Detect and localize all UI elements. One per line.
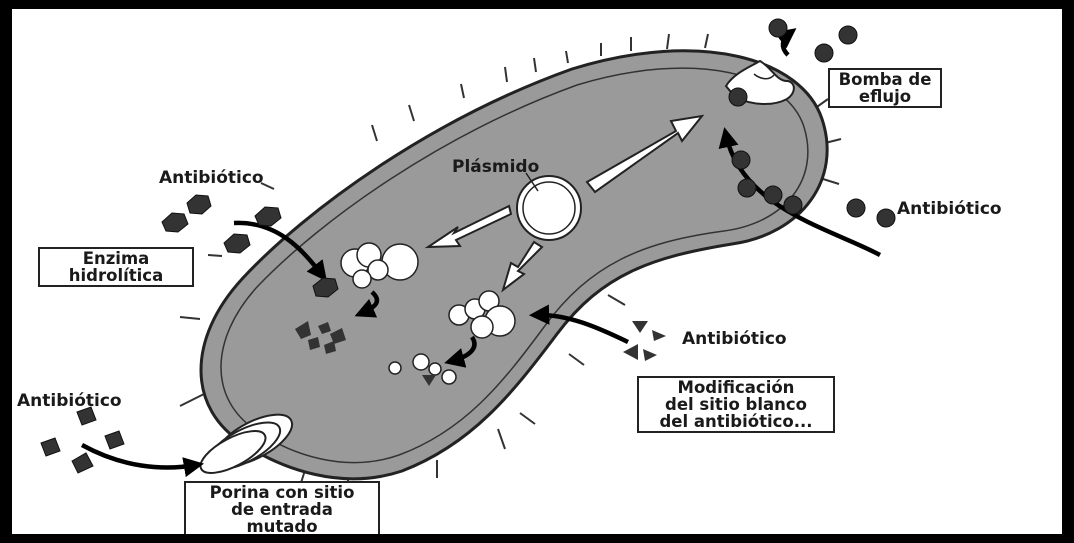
antibiotic-label-right: Antibiótico [897,200,1002,218]
antibiotic-label-bottom-left: Antibiótico [17,392,122,410]
antibiotic-label-middle-right: Antibiótico [682,330,787,348]
target-modification-box: Modificación del sitio blanco del antibi… [637,376,835,433]
plasmid [517,176,581,240]
efflux-pump-box: Bomba de eflujo [828,68,942,108]
arrow-antibiotic-to-porin [82,445,196,468]
antibiotic-label-top-left: Antibiótico [159,169,264,187]
hydrolytic-enzyme-box: Enzima hidrolítica [38,247,194,287]
arrow-pump-out [783,33,790,55]
antibiotic-squares [41,407,124,473]
hydrolytic-enzyme-line-2: hidrolítica [46,267,186,284]
plasmid-label: Plásmido [452,158,539,176]
porin-line-3: mutado [192,518,372,534]
target-modification-line-1: Modificación [645,379,827,396]
diagram-frame: Plásmido Antibiótico Antibiótico Antibió… [12,9,1062,534]
efflux-pump-line-2: eflujo [836,88,934,105]
porin-box: Porina con sitio de entrada mutado [184,481,380,534]
efflux-pump-line-1: Bomba de [836,71,934,88]
porin-line-1: Porina con sitio [192,484,372,501]
hydrolytic-enzyme-line-1: Enzima [46,250,186,267]
target-modification-line-2: del sitio blanco [645,396,827,413]
porin-line-2: de entrada [192,501,372,518]
target-modification-line-3: del antibiótico... [645,413,827,430]
